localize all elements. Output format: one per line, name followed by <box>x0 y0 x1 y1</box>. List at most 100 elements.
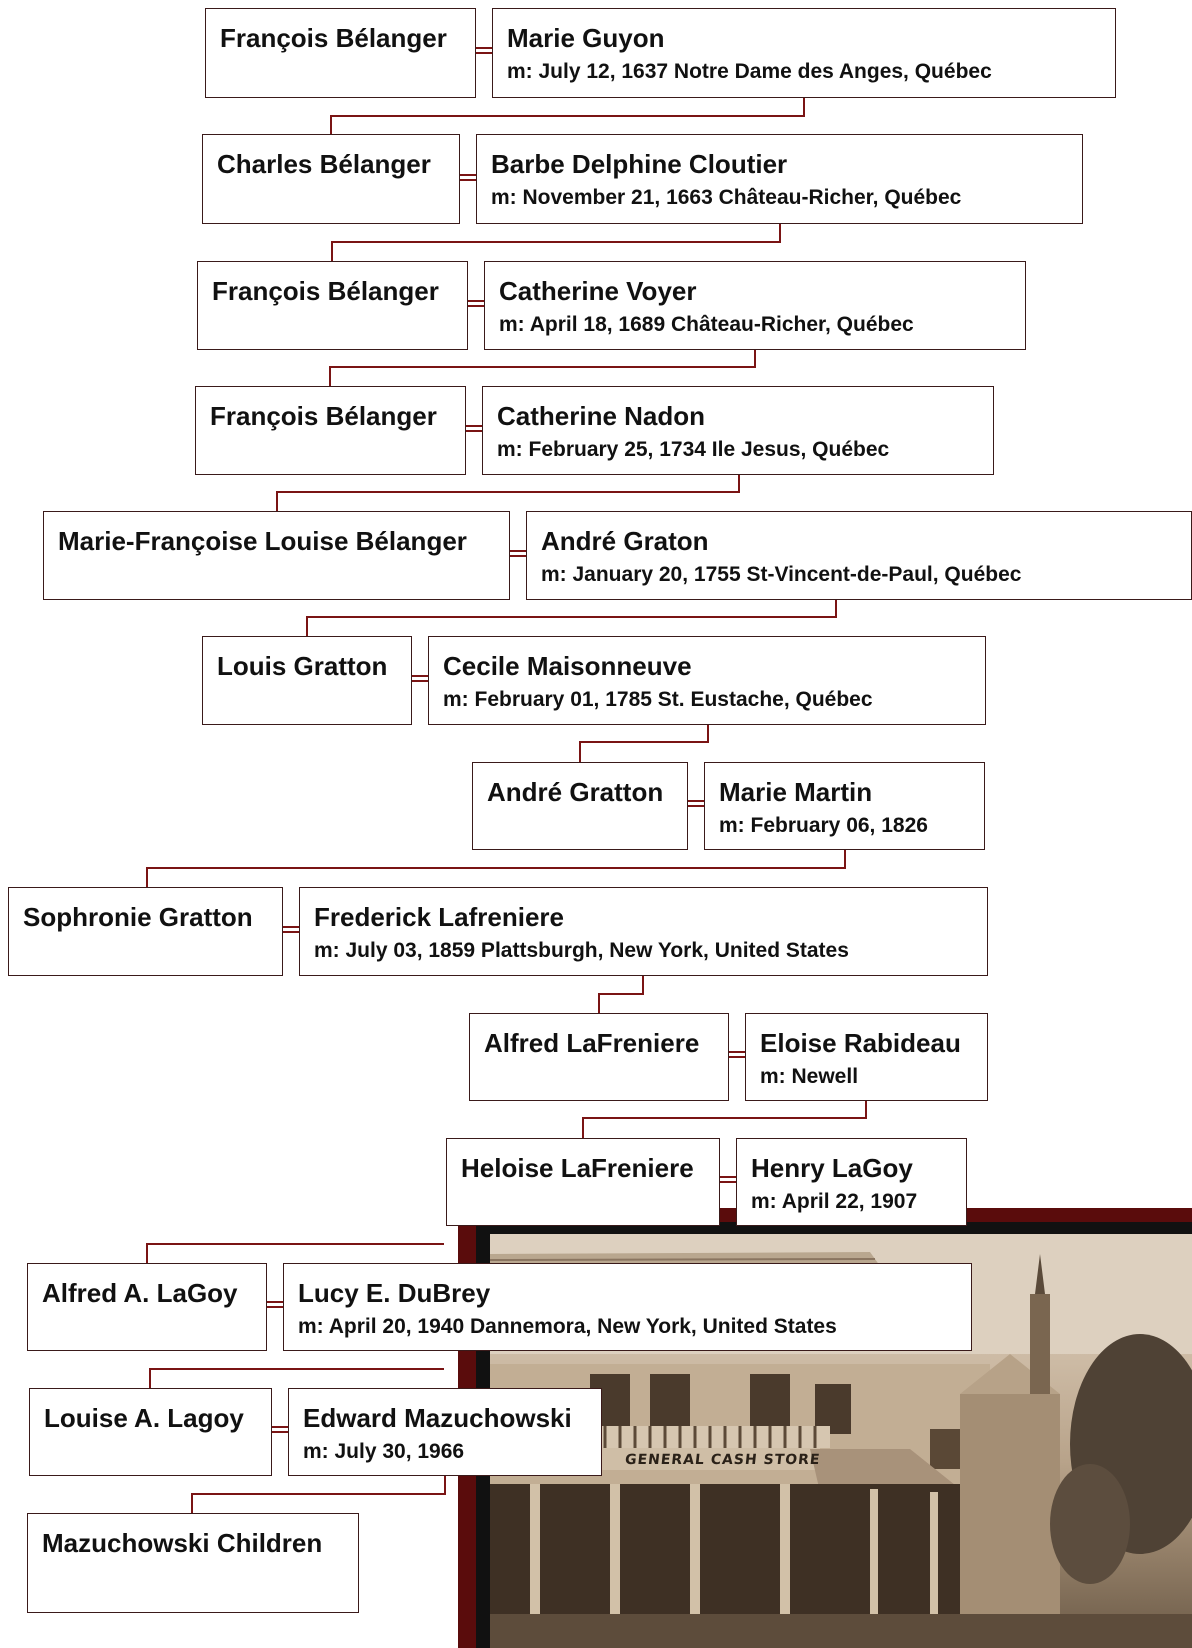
store-sign-text: GENERAL CASH STORE <box>624 1452 822 1468</box>
spouse-name: Henry LaGoy <box>751 1153 913 1183</box>
descent-line <box>707 725 709 742</box>
descent-line <box>330 115 805 117</box>
spouse-box: Edward Mazuchowski m: July 30, 1966 <box>288 1388 602 1476</box>
spouse-box: Cecile Maisonneuve m: February 01, 1785 S… <box>428 636 986 725</box>
spouse-name: Eloise Rabideau <box>760 1028 961 1058</box>
spouse-name: Edward Mazuchowski <box>303 1403 572 1433</box>
marriage-connector <box>688 800 704 807</box>
person-box: André Gratton <box>472 762 688 850</box>
marriage-info: m: January 20, 1755 St-Vincent-de-Paul, … <box>541 563 1022 586</box>
person-box: François Bélanger <box>197 261 468 350</box>
spouse-name: Marie Guyon <box>507 23 665 53</box>
person-name: Louise A. Lagoy <box>44 1403 244 1433</box>
spouse-box: Frederick Lafreniere m: July 03, 1859 Pla… <box>299 887 988 976</box>
spouse-name: Catherine Nadon <box>497 401 706 431</box>
descent-line <box>149 1368 151 1388</box>
descent-line <box>582 1117 867 1119</box>
descent-line <box>642 976 644 994</box>
person-box: Heloise LaFreniere <box>446 1138 720 1226</box>
person-name: Marie-Françoise Louise Bélanger <box>58 526 467 556</box>
marriage-connector <box>510 550 526 557</box>
descent-line <box>579 741 581 762</box>
descent-line <box>803 98 805 116</box>
spouse-name: Lucy E. DuBrey <box>298 1278 491 1308</box>
descent-line <box>835 600 837 617</box>
marriage-connector <box>720 1176 736 1183</box>
descent-line <box>754 350 756 367</box>
marriage-connector <box>267 1301 283 1308</box>
marriage-info: m: July 03, 1859 Plattsburgh, New York, … <box>314 939 849 962</box>
person-name: Charles Bélanger <box>217 149 431 179</box>
marriage-info: m: April 20, 1940 Dannemora, New York, U… <box>298 1315 837 1338</box>
person-box: Alfred LaFreniere <box>469 1013 729 1101</box>
descent-line <box>738 475 740 492</box>
spouse-box: Marie Guyon m: July 12, 1637 Notre Dame d… <box>492 8 1116 98</box>
descent-line <box>865 1101 867 1118</box>
descent-line <box>579 741 709 743</box>
descent-line <box>598 993 644 995</box>
marriage-connector <box>412 675 428 682</box>
person-name: Sophronie Gratton <box>23 902 253 932</box>
marriage-info: m: February 06, 1826 <box>719 814 928 837</box>
descent-line <box>306 616 837 618</box>
spouse-name: Frederick Lafreniere <box>314 902 565 932</box>
spouse-name: Cecile Maisonneuve <box>443 651 692 681</box>
person-name: Heloise LaFreniere <box>461 1153 694 1183</box>
marriage-connector <box>460 174 476 181</box>
store-illustration <box>490 1234 1192 1648</box>
spouse-name: Catherine Voyer <box>499 276 697 306</box>
person-name: François Bélanger <box>212 276 439 306</box>
person-box: Louis Gratton <box>202 636 412 725</box>
spouse-name: André Graton <box>541 526 709 556</box>
marriage-info: m: April 22, 1907 <box>751 1190 918 1213</box>
descent-line <box>276 491 278 511</box>
marriage-info: m: July 30, 1966 <box>303 1440 465 1463</box>
marriage-connector <box>272 1426 288 1433</box>
descent-line <box>276 491 740 493</box>
spouse-box: Catherine Nadon m: February 25, 1734 Ile … <box>482 386 994 475</box>
marriage-info: m: November 21, 1663 Château-Richer, Qué… <box>491 186 962 209</box>
descent-line <box>146 867 148 887</box>
spouse-box: Marie Martin m: February 06, 1826 <box>704 762 985 850</box>
person-box: Louise A. Lagoy <box>29 1388 272 1476</box>
descent-line <box>149 1368 444 1370</box>
descent-line <box>844 850 846 868</box>
marriage-connector <box>476 47 492 54</box>
descent-line <box>329 366 756 368</box>
person-name: Alfred A. LaGoy <box>42 1278 238 1308</box>
descent-line <box>306 616 308 636</box>
descent-line <box>146 1243 148 1263</box>
marriage-connector <box>729 1051 745 1058</box>
spouse-box: Catherine Voyer m: April 18, 1689 Château… <box>484 261 1026 350</box>
person-box: Marie-Françoise Louise Bélanger <box>43 511 510 600</box>
descent-line <box>444 1476 446 1494</box>
person-name: Alfred LaFreniere <box>484 1028 700 1058</box>
children-box: Mazuchowski Children <box>27 1513 359 1613</box>
marriage-connector <box>283 926 299 933</box>
person-name: André Gratton <box>487 777 664 807</box>
person-name: Louis Gratton <box>217 651 388 681</box>
spouse-box: Barbe Delphine Cloutier m: November 21, 1… <box>476 134 1083 224</box>
spouse-name: Marie Martin <box>719 777 873 807</box>
spouse-box: André Graton m: January 20, 1755 St-Vince… <box>526 511 1192 600</box>
person-box: Charles Bélanger <box>202 134 460 224</box>
spouse-name: Barbe Delphine Cloutier <box>491 149 788 179</box>
marriage-info: m: July 12, 1637 Notre Dame des Anges, Q… <box>507 60 992 83</box>
descent-line <box>191 1493 446 1495</box>
photo-border: GENERAL CASH STORE <box>476 1222 1192 1648</box>
descent-line <box>329 366 331 386</box>
children-label: Mazuchowski Children <box>42 1528 323 1558</box>
person-box: Sophronie Gratton <box>8 887 283 976</box>
marriage-connector <box>466 425 482 432</box>
marriage-info: m: February 01, 1785 St. Eustache, Québe… <box>443 688 873 711</box>
descent-line <box>330 115 332 134</box>
photo-frame: GENERAL CASH STORE <box>458 1208 1192 1648</box>
marriage-info: m: April 18, 1689 Château-Richer, Québec <box>499 313 914 336</box>
person-box: François Bélanger <box>195 386 466 475</box>
person-box: François Bélanger <box>205 8 476 98</box>
marriage-info: m: February 25, 1734 Ile Jesus, Québec <box>497 438 890 461</box>
person-name: François Bélanger <box>220 23 447 53</box>
descent-line <box>146 1243 444 1245</box>
